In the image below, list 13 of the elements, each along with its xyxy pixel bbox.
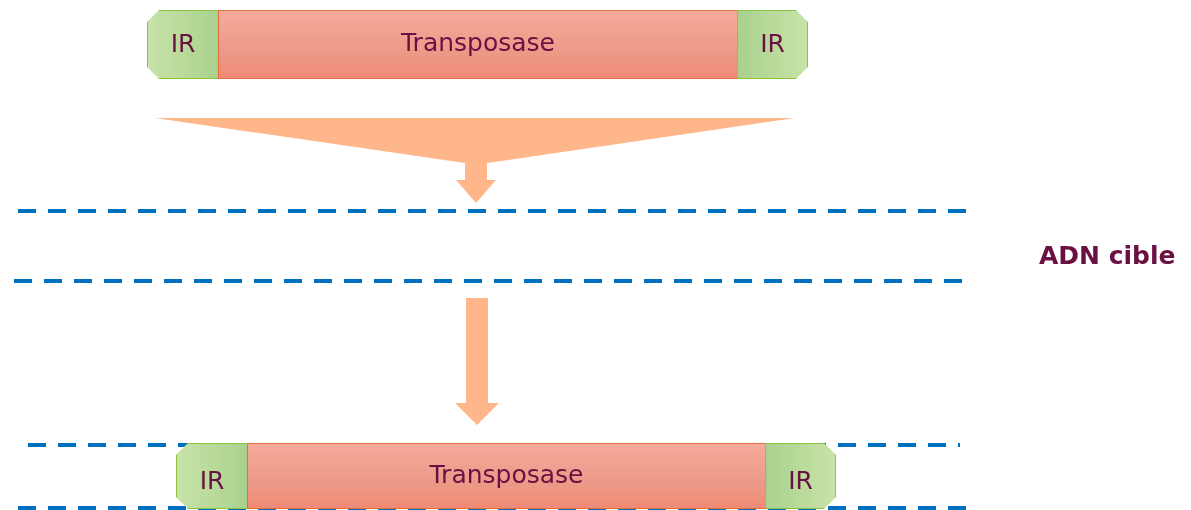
repeat-label: IR xyxy=(199,466,225,495)
repeat-label: IR xyxy=(788,466,813,495)
gene-label: Transposase xyxy=(401,28,555,57)
repeat-label: IR xyxy=(170,29,196,58)
gene-label: Transposase xyxy=(429,459,584,489)
inverted-repeat-box xyxy=(147,10,219,79)
inverted-repeat-box xyxy=(737,10,808,79)
target-dna-label: ADN cible xyxy=(1039,241,1176,270)
inverted-repeat-box xyxy=(765,443,836,509)
repeat-label: IR xyxy=(760,29,785,58)
inverted-repeat-box xyxy=(176,443,248,509)
transposase-gene-box xyxy=(247,443,766,509)
transposase-gene-box xyxy=(218,10,738,79)
